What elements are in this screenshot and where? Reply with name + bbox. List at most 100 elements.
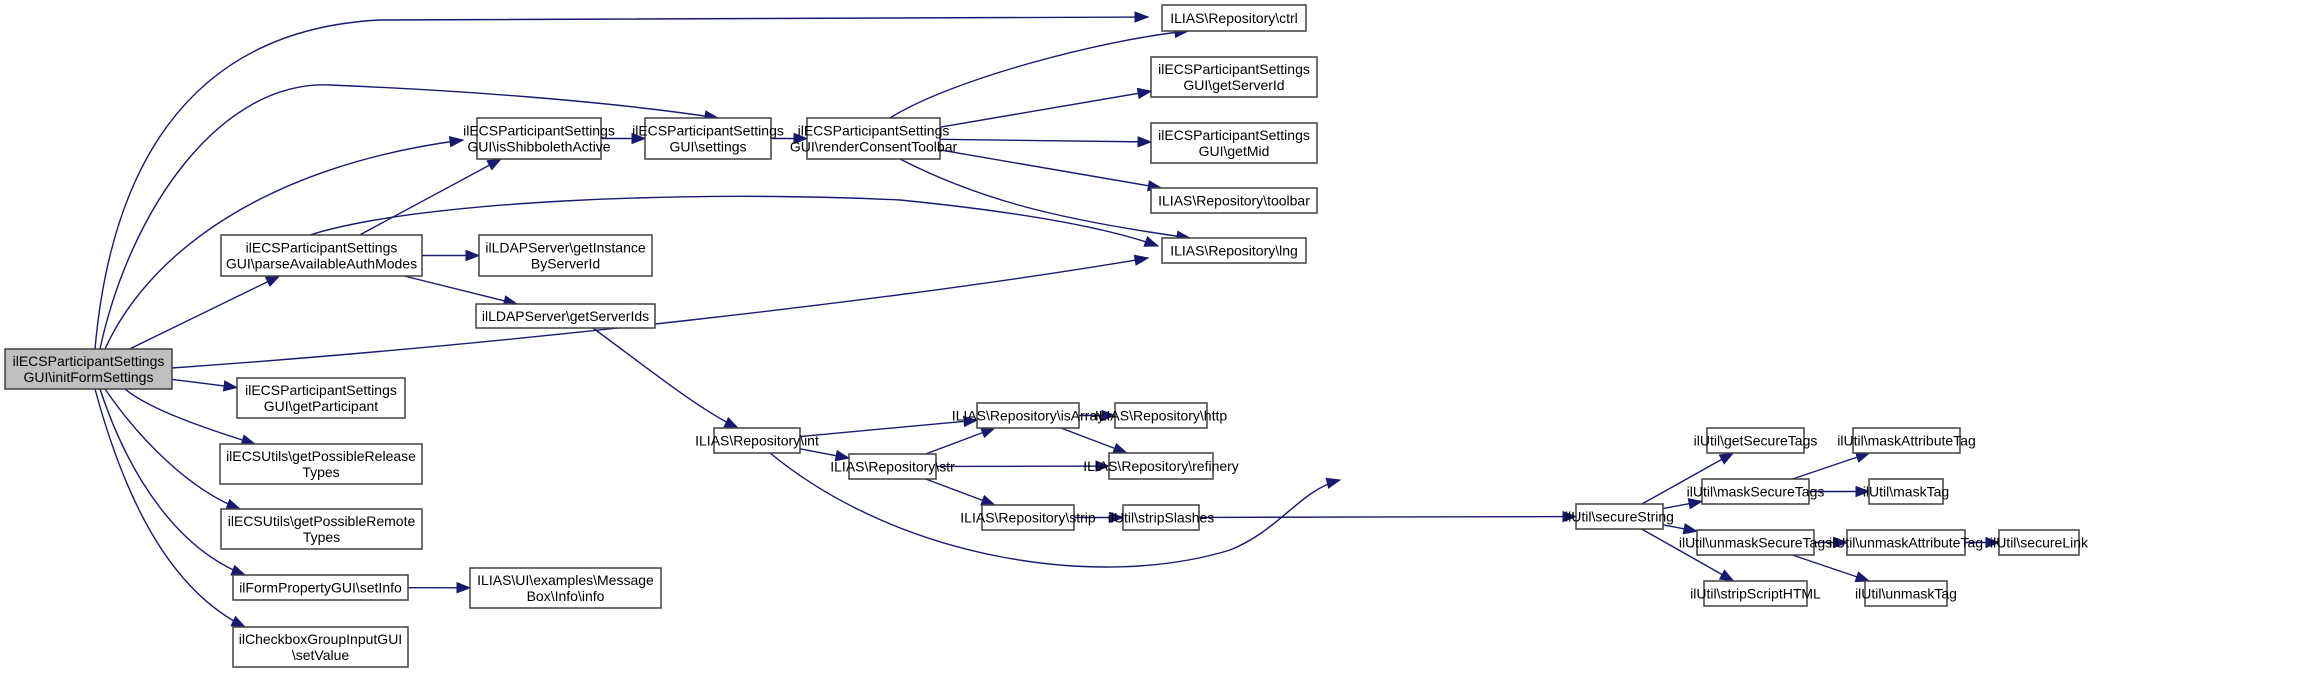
edge-line <box>889 30 1189 119</box>
edge-line <box>939 90 1152 128</box>
node-label: ilCheckboxGroupInputGUI <box>239 631 402 647</box>
node-box <box>1161 237 1307 264</box>
node-get-participant[interactable]: ilECSParticipantSettingsGUI\getParticipa… <box>236 377 406 419</box>
arrowhead-icon <box>1101 409 1117 422</box>
node-set-info[interactable]: ilFormPropertyGUI\setInfo <box>232 574 409 601</box>
node-box <box>1150 187 1318 214</box>
node-secure-string[interactable]: ilUtil\secureString <box>1565 503 1674 530</box>
edge-line <box>99 84 719 350</box>
node-label: ILIAS\Repository\str <box>830 459 955 475</box>
node-lng[interactable]: ILIAS\Repository\lng <box>1161 237 1307 264</box>
node-label: ILIAS\Repository\int <box>695 433 819 449</box>
edge-is-shibboleth-active-to-settings <box>601 132 647 145</box>
edge-parse-available-auth-modes-to-get-instance-by-server-id <box>422 249 481 262</box>
arrowhead-icon <box>465 249 481 262</box>
node-label: ilECSParticipantSettings <box>463 123 615 139</box>
node-label: GUI\renderConsentToolbar <box>790 139 958 155</box>
arrowhead-icon <box>793 132 809 145</box>
node-secure-link[interactable]: ilUtil\secureLink <box>1990 529 2089 556</box>
edge-render-consent-toolbar-to-toolbar <box>939 149 1163 192</box>
edge-secure-string-to-mask-secure-tags <box>1662 498 1704 510</box>
node-label: GUI\parseAvailableAuthModes <box>226 256 417 272</box>
arrowhead-icon <box>1854 571 1871 583</box>
node-label: ILIAS\UI\examples\Message <box>477 572 654 588</box>
edge-line <box>309 195 1159 247</box>
node-label: ilECSParticipantSettings <box>1158 61 1310 77</box>
node-parse-available-auth-modes[interactable]: ilECSParticipantSettingsGUI\parseAvailab… <box>220 234 423 277</box>
node-label: ilECSParticipantSettings <box>13 353 165 369</box>
node-label: ilECSUtils\getPossibleRelease <box>226 448 416 464</box>
node-refinery[interactable]: ILIAS\Repository\refinery <box>1083 452 1239 480</box>
node-layer: ilECSParticipantSettingsGUI\initFormSett… <box>4 4 2089 668</box>
node-is-shibboleth-active[interactable]: ilECSParticipantSettingsGUI\isShibboleth… <box>463 117 615 160</box>
node-box <box>1696 529 1815 556</box>
edge-line <box>899 158 1191 239</box>
node-set-value[interactable]: ilCheckboxGroupInputGUI\setValue <box>232 626 409 668</box>
arrowhead-icon <box>1985 536 2001 549</box>
node-box <box>476 117 602 160</box>
node-unmask-tag[interactable]: ilUtil\unmaskTag <box>1855 580 1957 607</box>
node-label: GUI\settings <box>669 139 746 155</box>
edge-set-info-to-message-box-info <box>407 582 472 594</box>
node-label: ilLDAPServer\getInstance <box>485 240 646 256</box>
node-strip-slashes[interactable]: ilUtil\stripSlashes <box>1108 504 1215 531</box>
edge-line <box>592 327 739 429</box>
node-http[interactable]: ILIAS\Repository\http <box>1095 402 1228 429</box>
node-label: ilUtil\maskSecureTags <box>1687 484 1825 500</box>
node-mask-secure-tags[interactable]: ilUtil\maskSecureTags <box>1687 478 1825 505</box>
node-mask-attribute-tag[interactable]: ilUtil\maskAttributeTag <box>1837 427 1976 454</box>
arrowhead-icon <box>225 498 242 510</box>
edge-line <box>171 257 1149 369</box>
edge-str-to-strip <box>925 478 997 506</box>
arrowhead-icon <box>1562 510 1578 523</box>
node-label: GUI\getServerId <box>1183 77 1284 93</box>
edge-str-to-is-array <box>925 427 997 455</box>
arrowhead-icon <box>834 449 851 462</box>
edge-line <box>404 275 518 305</box>
node-box <box>1998 529 2080 556</box>
node-is-array[interactable]: ILIAS\Repository\isArray <box>952 402 1105 429</box>
node-str[interactable]: ILIAS\Repository\str <box>830 453 955 480</box>
edge-render-consent-toolbar-to-lng <box>899 158 1192 242</box>
node-box <box>1114 402 1208 429</box>
node-unmask-secure-tags[interactable]: ilUtil\unmaskSecureTags <box>1679 529 1832 556</box>
node-strip[interactable]: ILIAS\Repository\strip <box>960 504 1096 531</box>
node-label: ilLDAPServer\getServerIds <box>482 308 649 324</box>
node-int[interactable]: ILIAS\Repository\int <box>695 427 819 454</box>
node-label: GUI\getParticipant <box>264 398 378 414</box>
arrowhead-icon <box>980 494 997 506</box>
node-mask-tag[interactable]: ilUtil\maskTag <box>1863 478 1949 505</box>
node-render-consent-toolbar[interactable]: ilECSParticipantSettingsGUI\renderConsen… <box>790 117 958 160</box>
node-label: GUI\getMid <box>1199 143 1270 159</box>
node-box <box>1575 503 1664 530</box>
edge-unmask-attribute-tag-to-secure-link <box>1965 536 2001 549</box>
node-box <box>1868 478 1944 505</box>
node-label: Box\Info\info <box>527 588 605 604</box>
node-ctrl[interactable]: ILIAS\Repository\ctrl <box>1161 4 1307 32</box>
node-toolbar[interactable]: ILIAS\Repository\toolbar <box>1150 187 1318 214</box>
node-unmask-attribute-tag[interactable]: ilUtil\unmaskAttributeTag <box>1829 529 1983 556</box>
arrowhead-icon <box>1136 87 1153 100</box>
edge-parse-available-auth-modes-to-lng <box>309 195 1160 247</box>
edge-int-to-str <box>799 448 851 462</box>
node-strip-script-html[interactable]: ilUtil\stripScriptHTML <box>1690 580 1821 607</box>
node-get-server-ids[interactable]: ilLDAPServer\getServerIds <box>475 303 656 329</box>
node-get-secure-tags[interactable]: ilUtil\getSecureTags <box>1694 427 1818 454</box>
edge-line <box>359 158 502 236</box>
arrowhead-icon <box>1687 498 1704 510</box>
node-box <box>478 234 653 277</box>
node-init-form-settings[interactable]: ilECSParticipantSettingsGUI\initFormSett… <box>4 348 173 390</box>
edge-line <box>1641 528 1734 582</box>
edge-layer <box>94 11 2001 628</box>
node-label: ilUtil\unmaskAttributeTag <box>1829 535 1983 551</box>
node-box <box>981 504 1075 531</box>
edge-secure-string-to-strip-script-html <box>1641 528 1735 582</box>
node-box <box>1706 427 1805 454</box>
